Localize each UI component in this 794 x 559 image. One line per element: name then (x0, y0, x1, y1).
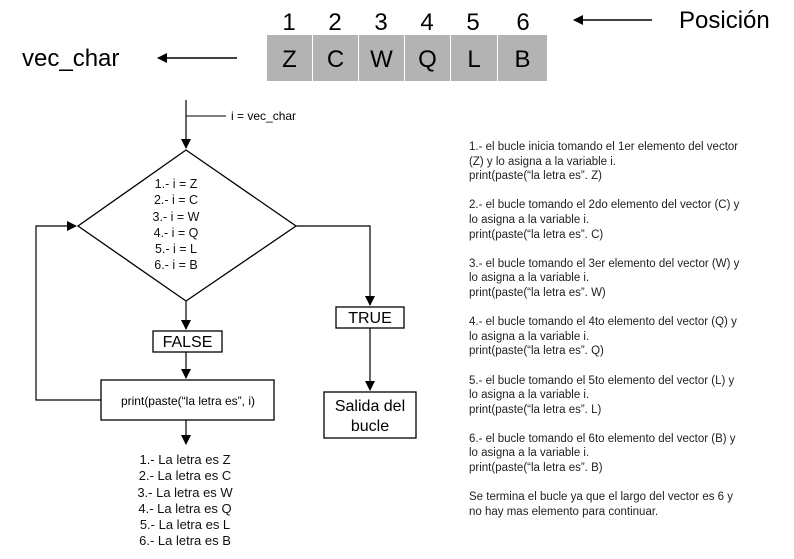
vector-cell-value: L (467, 46, 480, 73)
position-number: 1 (282, 9, 295, 36)
output-list: 1.- La letra es Z 2.- La letra es C 3.- … (120, 452, 250, 550)
vector-cell-value: W (370, 46, 393, 73)
note-step: 3.- el bucle tomando el 3er elemento del… (469, 257, 740, 299)
condition-item: 4.- i = Q (153, 225, 199, 240)
condition-item: 5.- i = L (154, 242, 198, 257)
vector-cell (313, 35, 358, 81)
true-label: TRUE (348, 310, 392, 327)
vector-cell-value: Q (418, 46, 437, 73)
position-numbers: 1 2 3 4 5 6 (282, 9, 529, 36)
explanation-notes: 1.- el bucle inicia tomando el 1er eleme… (469, 140, 779, 534)
output-item: 3.- La letra es W (137, 484, 233, 500)
vector-cell (359, 35, 404, 81)
position-number: 2 (328, 9, 341, 36)
position-number: 4 (420, 9, 433, 36)
print-box (100, 379, 275, 421)
note-step: 5.- el bucle tomando el 5to elemento del… (469, 374, 735, 416)
vector-cell-value: B (514, 46, 530, 73)
vector-cell (451, 35, 497, 81)
assign-label: i = vec_char (231, 109, 296, 123)
exit-box (323, 391, 417, 439)
vector-cell (405, 35, 450, 81)
note-step: 2.- el bucle tomando el 2do elemento del… (469, 199, 740, 241)
condition-item: 6.- i = B (154, 258, 198, 273)
output-item: 4.- La letra es Q (138, 500, 232, 516)
note-step: 4.- el bucle tomando el 4to elemento del… (469, 316, 737, 358)
print-label: print(paste(“la letra es”, i) (121, 394, 255, 408)
exit-label-line1: Salida del (335, 398, 405, 415)
vector-cell (498, 35, 547, 81)
note-conclusion: Se termina el bucle ya que el largo del … (469, 491, 734, 518)
condition-item: 3.- i = W (152, 209, 200, 224)
output-item: 6.- La letra es B (139, 533, 231, 549)
condition-item: 1.- i = Z (154, 177, 198, 191)
vector-cells: Z C W Q L B (267, 35, 547, 81)
vector-label: vec_char (22, 45, 119, 72)
position-number: 5 (466, 9, 479, 36)
vector-cell (267, 35, 312, 81)
note-step: 6.- el bucle tomando el 6to elemento del… (469, 432, 736, 475)
position-number: 6 (516, 9, 529, 36)
output-item: 5.- La letra es L (139, 517, 231, 533)
true-line (296, 225, 375, 306)
false-box (152, 330, 223, 353)
output-item: 1.- La letra es Z (139, 452, 231, 467)
position-number: 3 (374, 9, 387, 36)
vector-cell-value: C (327, 46, 344, 73)
output-item: 2.- La letra es C (138, 468, 232, 484)
exit-label-line2: bucle (351, 418, 389, 435)
condition-item: 2.- i = C (153, 193, 199, 208)
position-label: Posición (679, 7, 770, 34)
false-label: FALSE (163, 334, 213, 351)
vector-cell-value: Z (282, 46, 297, 73)
note-step: 1.- el bucle inicia tomando el 1er eleme… (469, 141, 739, 183)
loop-back-line (35, 221, 101, 401)
decision-conditions: 1.- i = Z 2.- i = C 3.- i = W 4.- i = Q … (130, 176, 222, 274)
